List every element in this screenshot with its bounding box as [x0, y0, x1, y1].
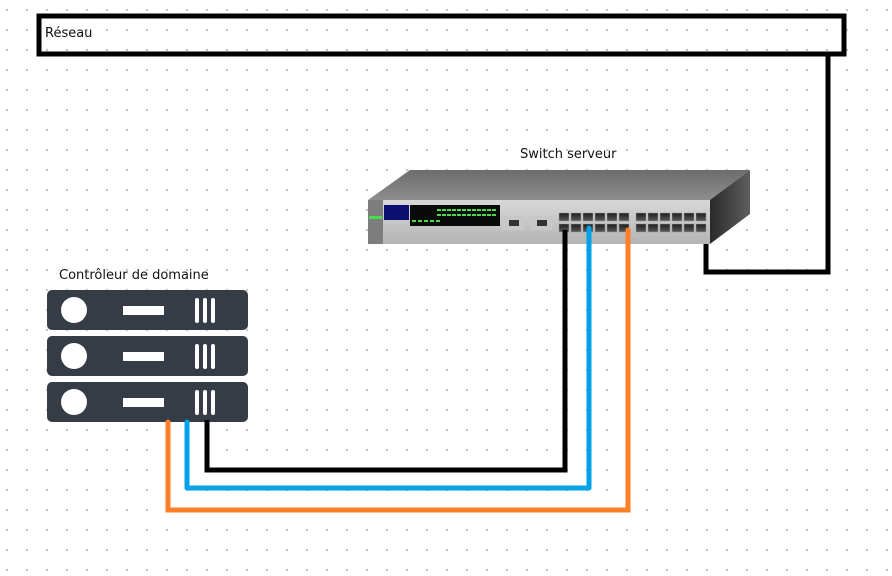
ethernet-port[interactable]: [594, 223, 606, 233]
status-led: [436, 220, 440, 222]
status-led: [482, 209, 486, 211]
orange-cable[interactable]: [165, 227, 631, 513]
server-vent-bar-icon: [195, 298, 199, 323]
status-led: [472, 209, 476, 211]
status-led: [424, 220, 428, 222]
ethernet-port[interactable]: [582, 212, 594, 222]
status-led: [418, 220, 422, 222]
status-led: [462, 209, 466, 211]
switch-brand-panel: [384, 205, 409, 220]
status-led: [437, 209, 441, 211]
status-led: [447, 214, 451, 216]
server-unit[interactable]: [47, 290, 248, 330]
switch-label: Switch serveur: [520, 147, 617, 162]
status-led: [452, 214, 456, 216]
status-led: [452, 209, 456, 211]
server-vent-bar-icon: [195, 344, 199, 369]
status-led: [442, 209, 446, 211]
ethernet-port[interactable]: [635, 212, 647, 222]
ethernet-port[interactable]: [659, 212, 671, 222]
status-led: [457, 214, 461, 216]
server-drive-slot-icon: [123, 352, 164, 361]
switch-side-face: [710, 170, 750, 244]
status-led: [487, 214, 491, 216]
network-box[interactable]: [36, 13, 847, 57]
blue-cable[interactable]: [184, 225, 592, 491]
ethernet-port[interactable]: [647, 212, 659, 222]
ethernet-port[interactable]: [671, 212, 683, 222]
server-disk-icon: [61, 343, 87, 369]
ethernet-port[interactable]: [695, 212, 707, 222]
status-led: [487, 209, 491, 211]
server-label: Contrôleur de domaine: [59, 268, 209, 283]
ethernet-port[interactable]: [683, 223, 695, 233]
ethernet-port[interactable]: [647, 223, 659, 233]
network-box-label: Réseau: [45, 26, 93, 41]
switch-power-led: [369, 216, 382, 219]
black-cable[interactable]: [204, 230, 568, 473]
ethernet-port[interactable]: [671, 223, 683, 233]
status-led: [467, 209, 471, 211]
switch-device[interactable]: [368, 170, 750, 244]
ethernet-port[interactable]: [695, 223, 707, 233]
server-unit[interactable]: [47, 382, 248, 422]
server-vent-bar-icon: [203, 390, 207, 415]
server-vent-bar-icon: [203, 344, 207, 369]
switch-left-bezel: [368, 200, 383, 244]
status-led: [492, 214, 496, 216]
switch-top-face: [368, 170, 750, 200]
server-disk-icon: [61, 389, 87, 415]
ethernet-port[interactable]: [606, 212, 618, 222]
switch-status-leds: [412, 209, 496, 222]
status-led: [457, 209, 461, 211]
ethernet-port[interactable]: [594, 212, 606, 222]
server-disk-icon: [61, 297, 87, 323]
status-led: [477, 214, 481, 216]
status-led: [447, 209, 451, 211]
status-led: [430, 220, 434, 222]
status-led: [437, 214, 441, 216]
status-led: [467, 214, 471, 216]
status-led: [482, 214, 486, 216]
network-uplink-cable[interactable]: [703, 56, 831, 275]
server-drive-slot-icon: [123, 398, 164, 407]
server-vent-bar-icon: [195, 390, 199, 415]
status-led: [462, 214, 466, 216]
server-vent-bar-icon: [211, 390, 215, 415]
status-led: [472, 214, 476, 216]
status-led: [442, 214, 446, 216]
server-drive-slot-icon: [123, 306, 164, 315]
ethernet-port[interactable]: [618, 212, 630, 222]
switch-ports: [558, 212, 707, 233]
ethernet-port[interactable]: [606, 223, 618, 233]
server-rack[interactable]: [47, 290, 248, 422]
server-vent-bar-icon: [211, 298, 215, 323]
ethernet-port[interactable]: [570, 212, 582, 222]
status-led: [492, 209, 496, 211]
ethernet-port[interactable]: [683, 212, 695, 222]
ethernet-port[interactable]: [635, 223, 647, 233]
ethernet-port[interactable]: [558, 212, 570, 222]
status-led: [477, 209, 481, 211]
switch-sfp-port-2[interactable]: [537, 220, 547, 226]
status-led: [412, 220, 416, 222]
ethernet-port[interactable]: [659, 223, 671, 233]
ethernet-port[interactable]: [570, 223, 582, 233]
server-vent-bar-icon: [203, 298, 207, 323]
server-vent-bar-icon: [211, 344, 215, 369]
switch-sfp-port-1[interactable]: [509, 220, 519, 226]
server-unit[interactable]: [47, 336, 248, 376]
